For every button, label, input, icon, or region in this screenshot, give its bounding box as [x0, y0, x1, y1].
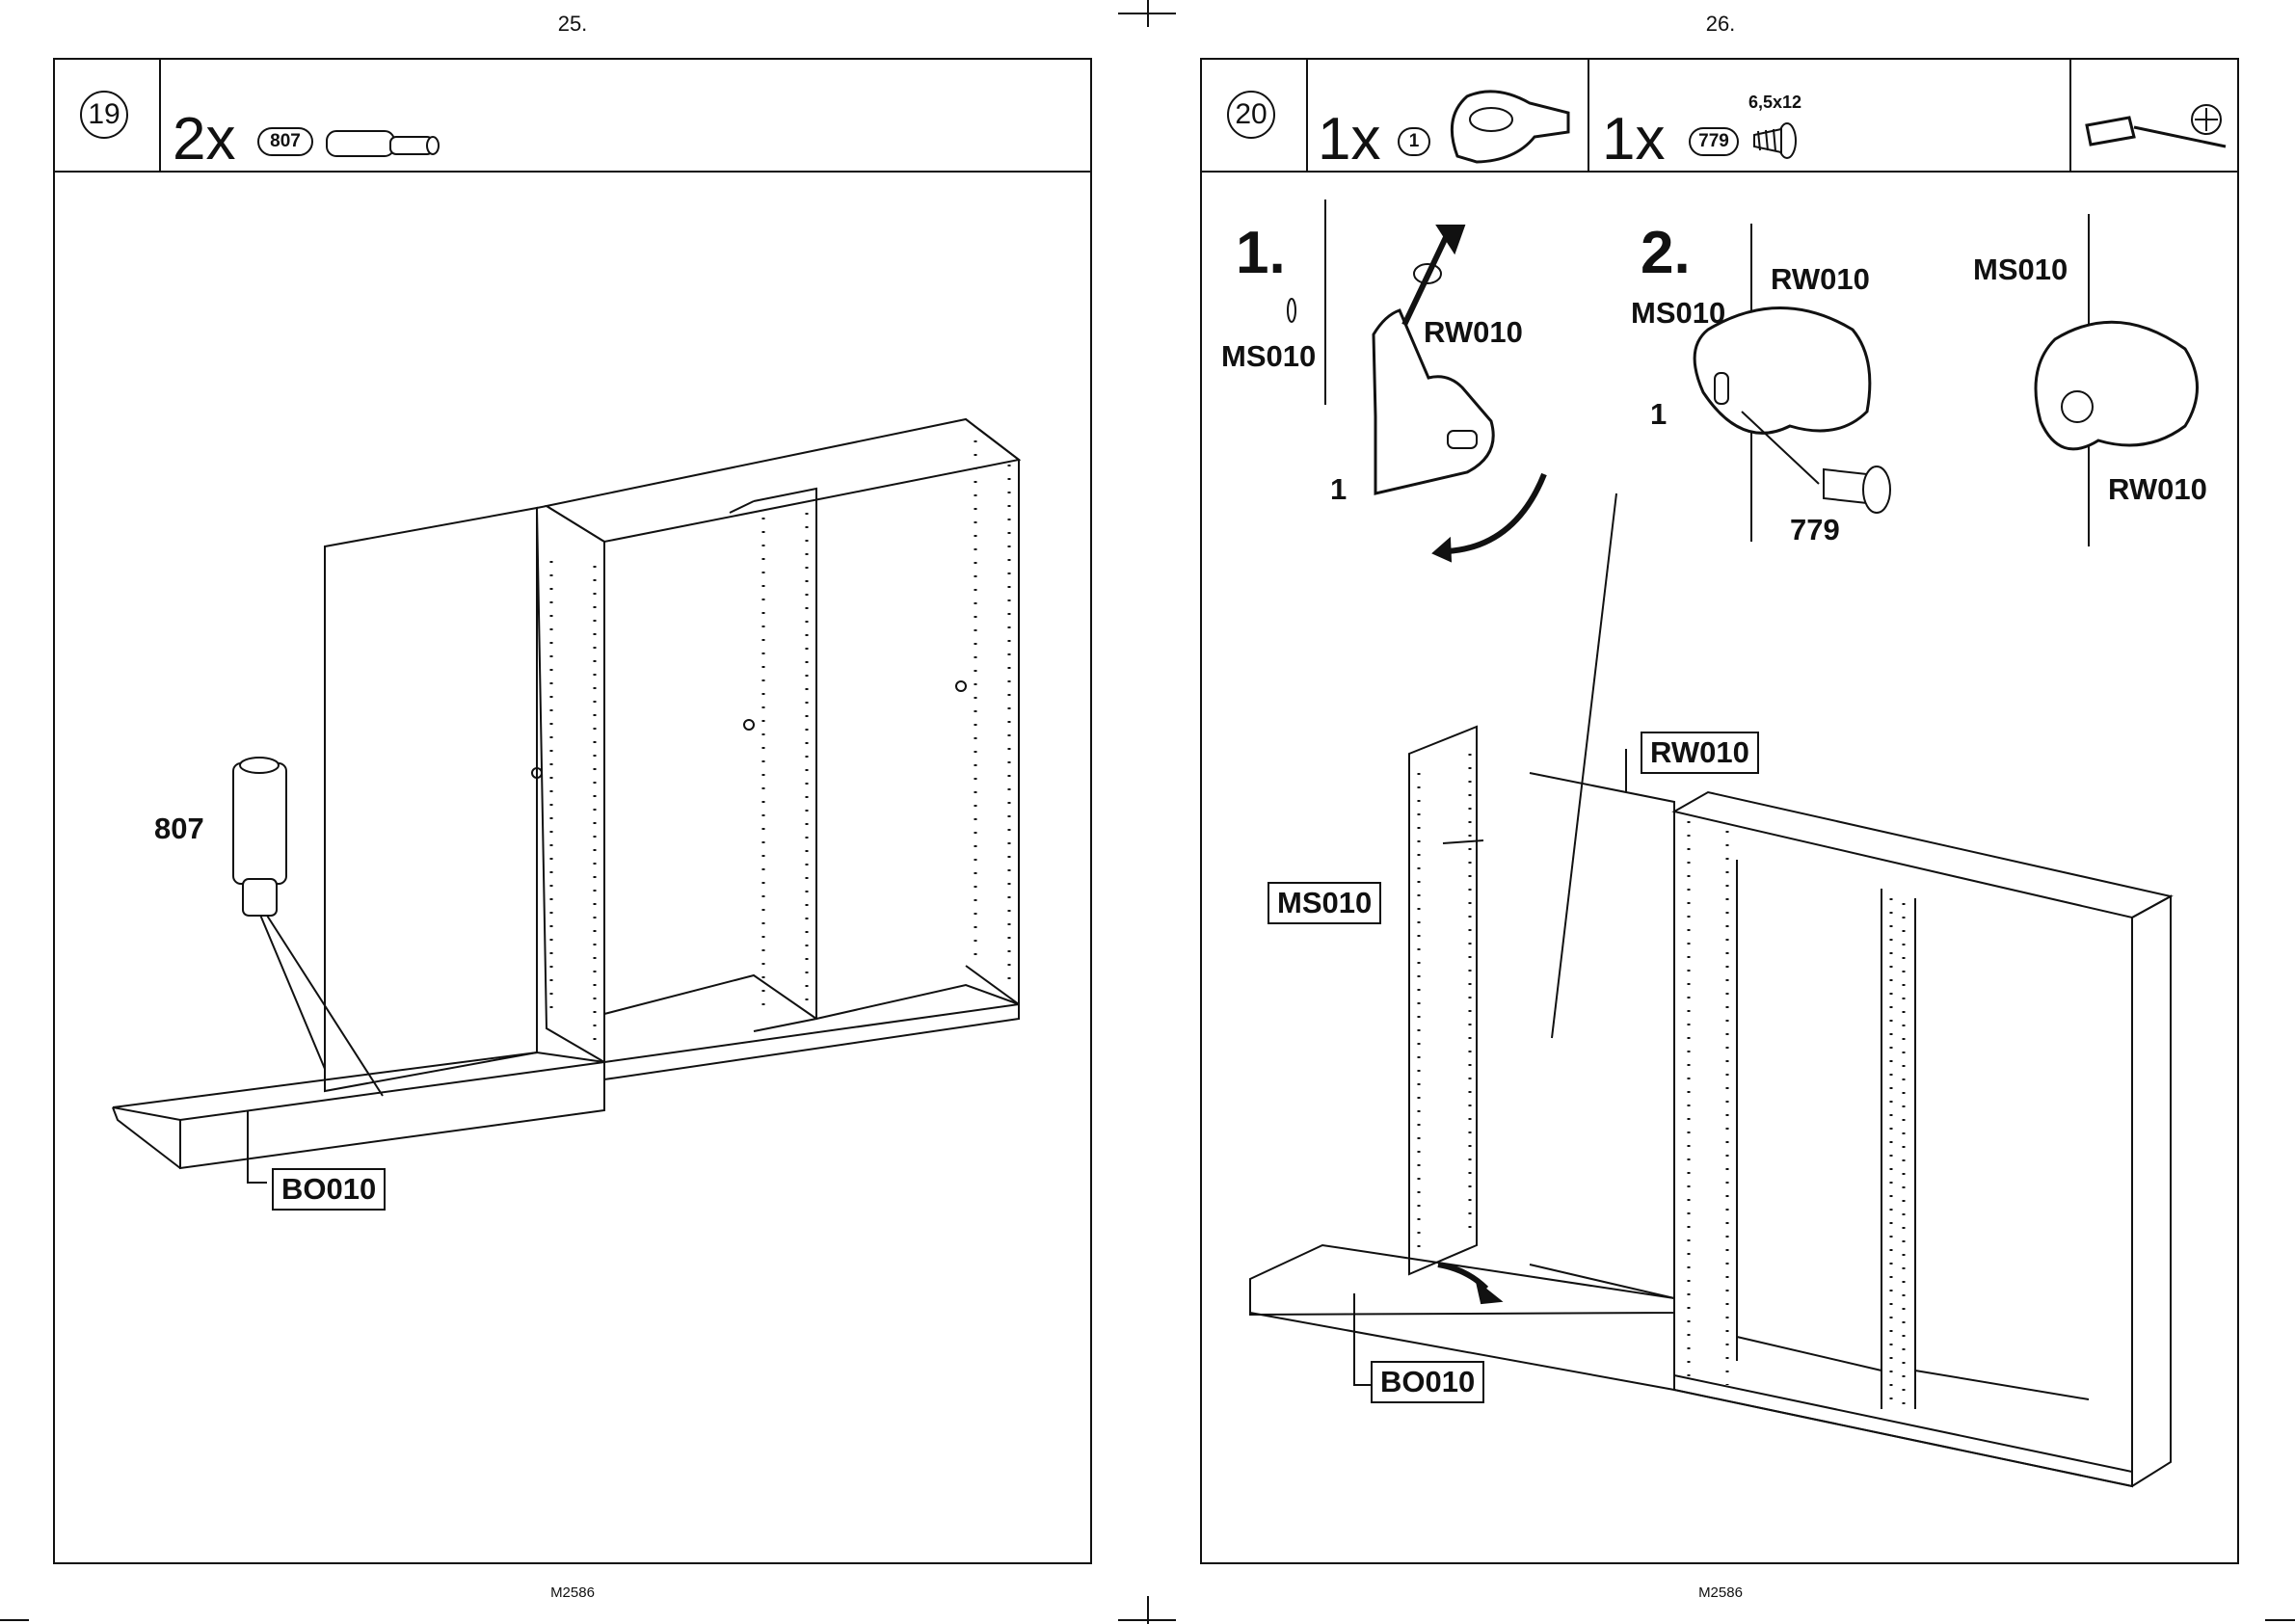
- label-rw010: RW010: [1424, 315, 1523, 350]
- label-bottom-board: BO010: [272, 1168, 386, 1211]
- label-screw-779: 779: [1790, 513, 1840, 547]
- label-ms010: MS010: [1973, 253, 2068, 287]
- label-part-1: 1: [1650, 397, 1667, 432]
- step-19-panel: 19 2x 807: [53, 58, 1092, 1564]
- sub-step-1-number: 1.: [1236, 219, 1286, 287]
- label-part-1: 1: [1330, 472, 1347, 507]
- wardrobe-illustration: [55, 60, 1094, 1566]
- doc-code-right: M2586: [1663, 1584, 1778, 1601]
- step-20-panel: 20 1x 1 1x 779 6,5x12: [1200, 58, 2239, 1564]
- label-bottom-board: BO010: [1371, 1361, 1484, 1403]
- crop-mark: [1118, 13, 1176, 14]
- crop-mark: [0, 1619, 29, 1621]
- crop-mark: [2265, 1619, 2295, 1621]
- label-ms010: MS010: [1221, 339, 1316, 374]
- crop-mark: [1118, 1619, 1176, 1621]
- label-side-panel: MS010: [1268, 882, 1381, 924]
- label-back-panel: RW010: [1641, 732, 1759, 774]
- label-dowel: 807: [154, 812, 204, 846]
- page-number-left: 25.: [515, 12, 630, 37]
- wardrobe-illustration: [1202, 60, 2241, 1566]
- page-number-right: 26.: [1663, 12, 1778, 37]
- sub-step-2-number: 2.: [1641, 219, 1691, 287]
- label-rw010: RW010: [2108, 472, 2207, 507]
- label-rw010: RW010: [1771, 262, 1870, 297]
- doc-code-left: M2586: [515, 1584, 630, 1601]
- label-ms010: MS010: [1631, 296, 1725, 331]
